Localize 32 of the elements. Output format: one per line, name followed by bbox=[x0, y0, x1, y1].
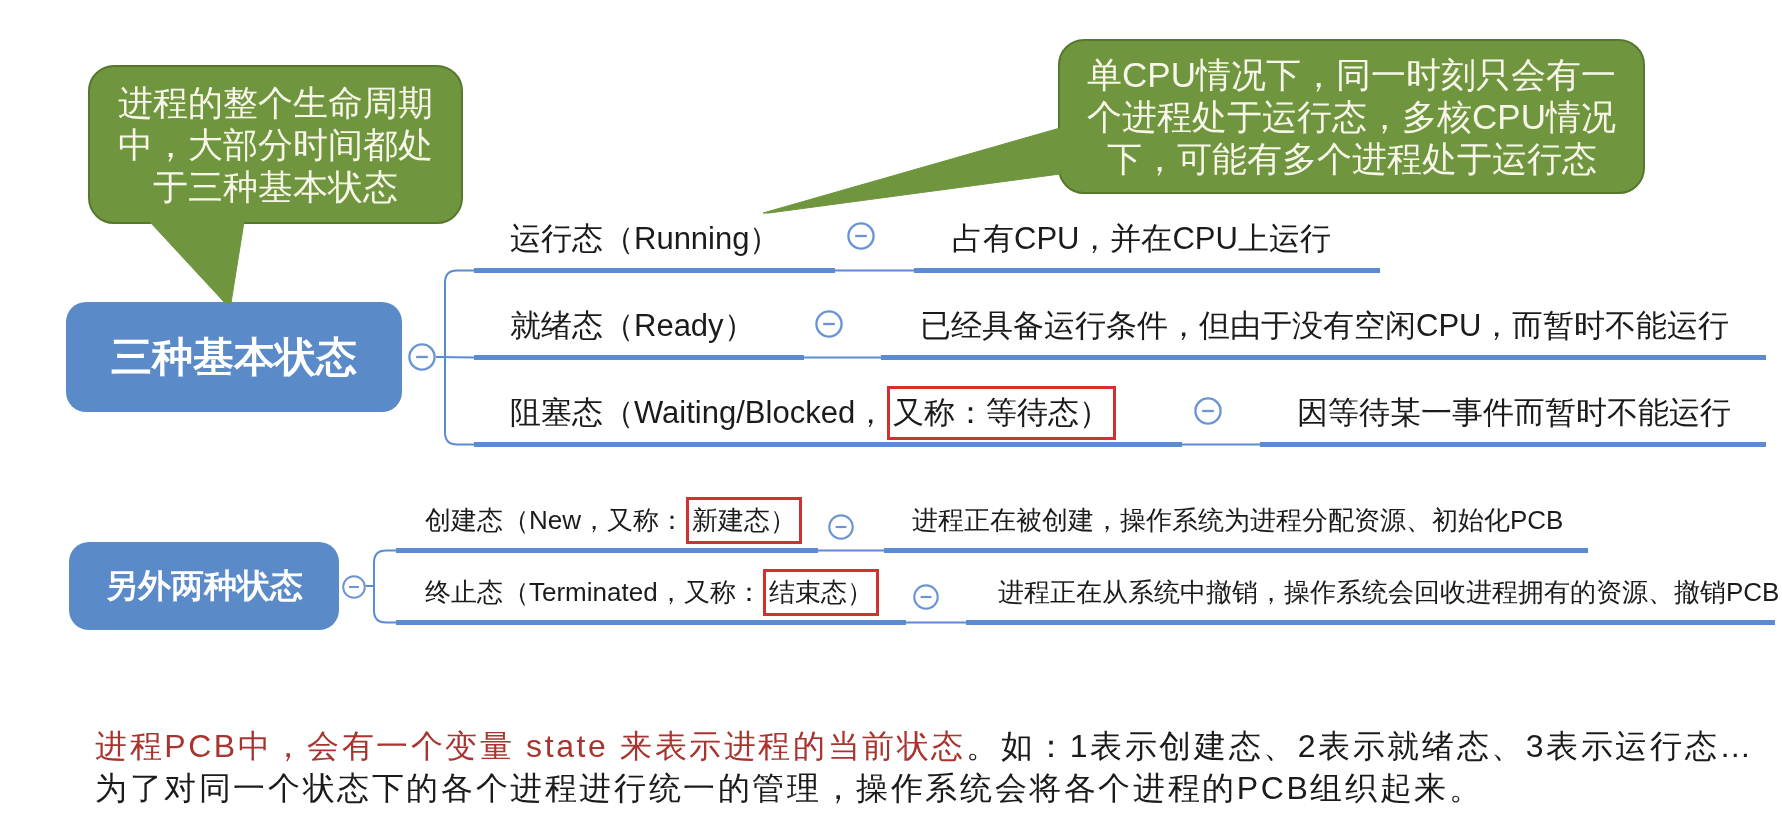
callout-bubble bbox=[1058, 39, 1645, 194]
topic-label: 创建态（New，又称： bbox=[425, 504, 685, 537]
callout-pointer bbox=[762, 127, 1061, 214]
callout-pointer bbox=[149, 221, 245, 304]
connector-line bbox=[803, 356, 882, 359]
connector-line bbox=[817, 549, 885, 552]
topic-label: 阻塞态（Waiting/Blocked， bbox=[510, 393, 887, 432]
detail-label: 因等待某一事件而暂时不能运行 bbox=[1297, 393, 1731, 432]
connector-line bbox=[1181, 443, 1261, 446]
highlight-box: 结束态） bbox=[762, 569, 879, 616]
highlight-box: 新建态） bbox=[686, 497, 802, 544]
note-text: 进程PCB中，会有一个变量 state 来表示进程的当前状态 bbox=[95, 727, 966, 766]
topic-label: 三种基本状态 bbox=[111, 332, 357, 382]
note-text: 。如：1表示创建态、2表示就绪态、3表示运行态… bbox=[965, 727, 1754, 766]
detail-label: 占有CPU，并在CPU上运行 bbox=[952, 219, 1331, 258]
topic-label: 运行态（Running） bbox=[510, 219, 781, 258]
callout-text: 进程的整个生命周期中，大部分时间都处于三种基本状态 bbox=[117, 81, 434, 208]
topic-label: 另外两种状态 bbox=[105, 565, 303, 606]
detail-label: 进程正在从系统中撤销，操作系统会回收进程拥有的资源、撤销PCB bbox=[998, 576, 1780, 609]
branch-topic bbox=[396, 568, 906, 625]
topic-label: 终止态（Terminated，又称： bbox=[425, 576, 762, 609]
highlight-box: 又称：等待态） bbox=[887, 385, 1117, 440]
connector-line bbox=[905, 621, 967, 624]
topic-label: 就绪态（Ready） bbox=[510, 306, 755, 345]
callout-text: 单CPU情况下，同一时刻只会有一个进程处于运行态，多核CPU情况下，可能有多个进程处于运行态 bbox=[1086, 53, 1617, 180]
branch-topic bbox=[474, 386, 1182, 447]
branch-topic bbox=[396, 496, 818, 553]
note-text: 为了对同一个状态下的各个进程进行统一的管理，操作系统会将各个进程的PCB组织起来。 bbox=[95, 769, 1484, 808]
detail-label: 进程正在被创建，操作系统为进程分配资源、初始化PCB bbox=[912, 504, 1564, 537]
detail-label: 已经具备运行条件，但由于没有空闲CPU，而暂时不能运行 bbox=[920, 306, 1730, 345]
connector-line bbox=[834, 269, 915, 272]
connector-line bbox=[435, 356, 475, 446]
